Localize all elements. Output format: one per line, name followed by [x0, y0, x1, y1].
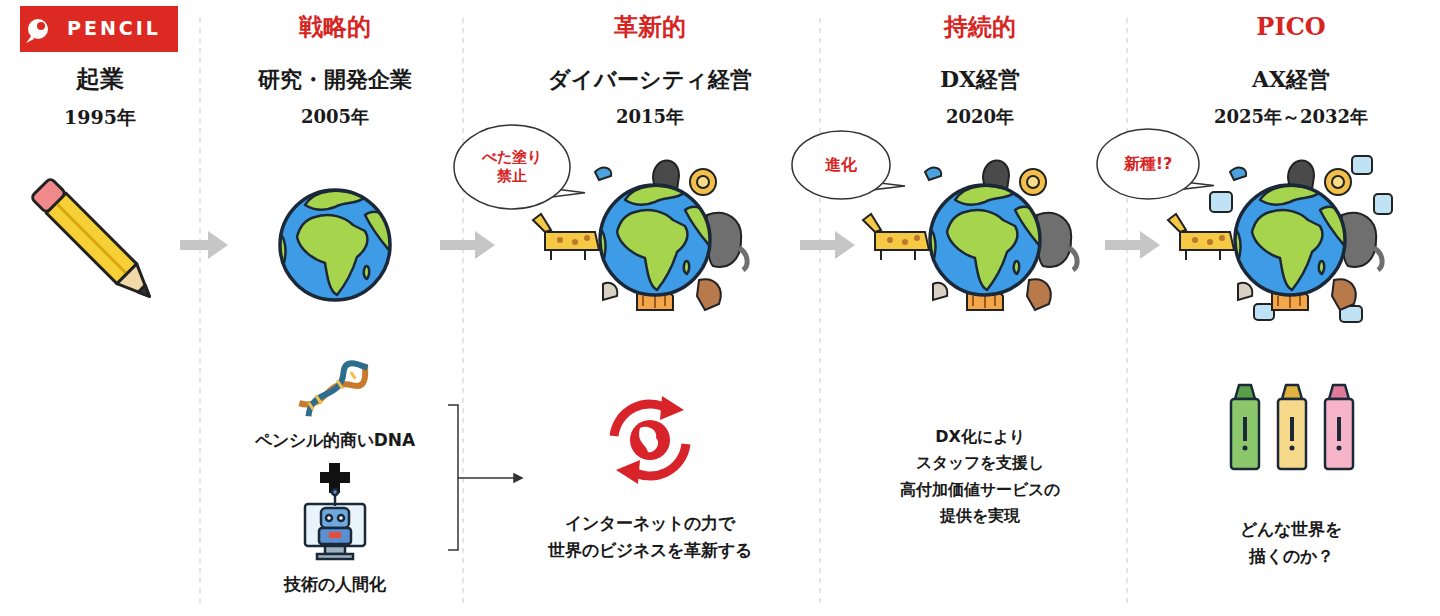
stage-description: 技術の人間化 [284, 574, 386, 595]
globe [1228, 185, 1348, 295]
arrow-head [835, 231, 855, 259]
stage-year: 2005年 [301, 106, 369, 129]
logo-icon [26, 19, 48, 43]
animals [863, 160, 1077, 310]
stage-column: 戦略的研究・開発企業 2005年ペンシル的商いDNA 技術の人間化 [228, 0, 440, 616]
stage-heading: 起業 [76, 64, 124, 94]
node-label: 新種!? [1124, 154, 1173, 174]
dna-icon [297, 356, 373, 420]
stage-heading: 持続的 [944, 12, 1016, 42]
speech-bubble: 新種!? [1096, 128, 1200, 200]
speech-bubble: 進化 [791, 130, 891, 200]
animals [1168, 160, 1382, 310]
stage-heading: PICO [1256, 12, 1325, 42]
stage-year: 2020年 [946, 106, 1014, 129]
globe [923, 185, 1043, 295]
stage-column: 持続的 DX経営 2020年 DX化により スタッフを支援し 高付加価値サービスの 提… [855, 0, 1105, 616]
node-label: PENCIL [67, 17, 161, 41]
bubble-ellipse [1097, 129, 1199, 199]
arrow-head [475, 231, 495, 259]
logo-box: PENCIL [20, 6, 178, 52]
stage-year: 2025年～2032年 [1214, 106, 1368, 129]
robot-monitor-icon [305, 489, 365, 559]
stage-description: ペンシル的商いDNA [255, 430, 416, 451]
stage-title: 研究・開発企業 [258, 66, 412, 94]
node-label: べた塗り 禁止 [482, 148, 542, 187]
arrow-head [208, 231, 228, 259]
bubble-ellipse [792, 131, 890, 199]
pencil-icon [31, 178, 160, 307]
refresh-icon [614, 396, 686, 484]
stage-column: 革新的ダイバーシティ経営 2015年インターネットの力で 世界のビジネスを革新する… [495, 0, 800, 616]
column-separator [200, 18, 1127, 606]
stage-arrow [800, 240, 835, 250]
stage-description: どんな世界を 描くのか？ [1240, 516, 1342, 570]
arrow-head [1140, 231, 1160, 259]
globe [593, 185, 713, 295]
marker-pens [1231, 385, 1353, 469]
stage-arrow [180, 240, 208, 250]
bracket [448, 405, 522, 550]
stage-arrow [1105, 240, 1140, 250]
stage-column: 起業 1995年 PENCIL [20, 0, 180, 616]
stage-year: 2015年 [616, 106, 684, 129]
stage-title: 1995年 [64, 106, 136, 130]
stage-arrow [440, 240, 475, 250]
bubble-ellipse [454, 125, 570, 209]
stage-description: DX化により スタッフを支援し 高付加価値サービスの 提供を実現 [900, 424, 1060, 530]
stage-heading: 革新的 [614, 12, 686, 42]
stage-title: ダイバーシティ経営 [548, 66, 752, 94]
stage-title: AX経営 [1252, 66, 1330, 94]
stage-heading: 戦略的 [299, 12, 371, 42]
speech-bubble: べた塗り 禁止 [453, 124, 571, 210]
globe [273, 190, 393, 300]
stage-column: PICOAX経営2025年～2032年どんな世界を 描くのか？新種!? [1160, 0, 1422, 616]
stage-title: DX経営 [940, 66, 1020, 94]
logo-plate [20, 6, 178, 52]
stage-description: インターネットの力で 世界のビジネスを革新する [548, 510, 752, 564]
node-label: 進化 [825, 155, 857, 175]
